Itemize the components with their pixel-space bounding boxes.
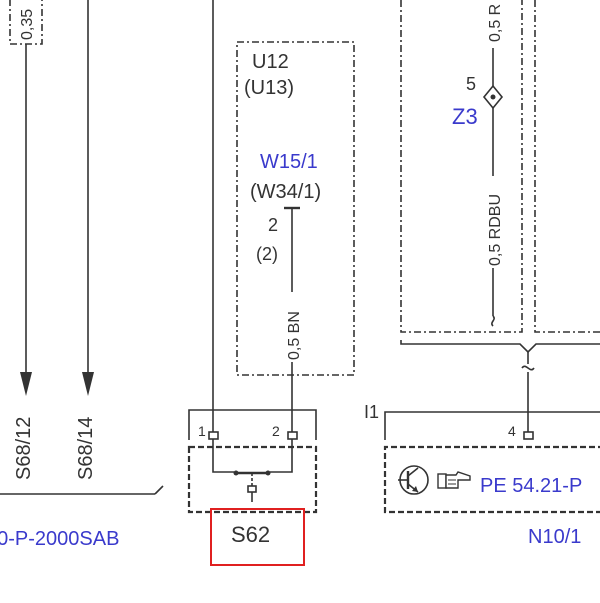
right-top-wire-label: 0,5 R (487, 4, 504, 42)
n10-link[interactable]: N10/1 (528, 526, 581, 548)
ref-s68-14[interactable]: S68/14 (75, 417, 97, 480)
svg-text:1: 1 (198, 423, 206, 439)
i1-frame (384, 411, 600, 440)
pe-ref-link[interactable]: PE 54.21-P (480, 475, 582, 497)
w15-pin-label: 2 (268, 215, 278, 235)
w34-label: (W34/1) (250, 181, 321, 203)
n10-pin4[interactable]: 4 (508, 423, 534, 440)
s62-label[interactable]: S62 (231, 522, 270, 547)
w15-pin-alt-label: (2) (256, 244, 278, 264)
ref-sab-link[interactable]: 60-P-2000SAB (0, 528, 119, 550)
z3-link[interactable]: Z3 (452, 104, 478, 129)
s62-pin2[interactable]: 2 (272, 423, 298, 440)
u13-label: (U13) (244, 77, 294, 99)
left-top-wire-text: 0,35 (19, 9, 36, 40)
ref-s68-12[interactable]: S68/12 (13, 417, 35, 480)
left-top-wire-label: 0,35 (9, 0, 43, 45)
s62-highlight-box (210, 508, 305, 566)
left-wires (0, 0, 164, 495)
s62-pin1[interactable]: 1 (198, 423, 219, 440)
right-box-right (534, 0, 600, 333)
svg-text:2: 2 (272, 423, 280, 439)
pointing-hand-icon (437, 471, 471, 489)
s62-connection-frame (188, 409, 317, 440)
n10-box (383, 445, 600, 514)
svg-text:4: 4 (508, 423, 516, 439)
right-mid-wire-label: 0,5 RDBU (487, 194, 504, 266)
s62-box (187, 445, 318, 514)
i1-label: I1 (364, 402, 379, 422)
transistor-icon (398, 465, 429, 495)
u12-label: U12 (252, 51, 289, 73)
connector-wire-label: 0,5 BN (286, 311, 303, 360)
w15-link[interactable]: W15/1 (260, 151, 318, 173)
right-region-bracket (400, 340, 600, 354)
s62-switch-symbol (212, 439, 293, 502)
z3-pin-label: 5 (466, 74, 476, 94)
right-box-left (400, 0, 523, 333)
